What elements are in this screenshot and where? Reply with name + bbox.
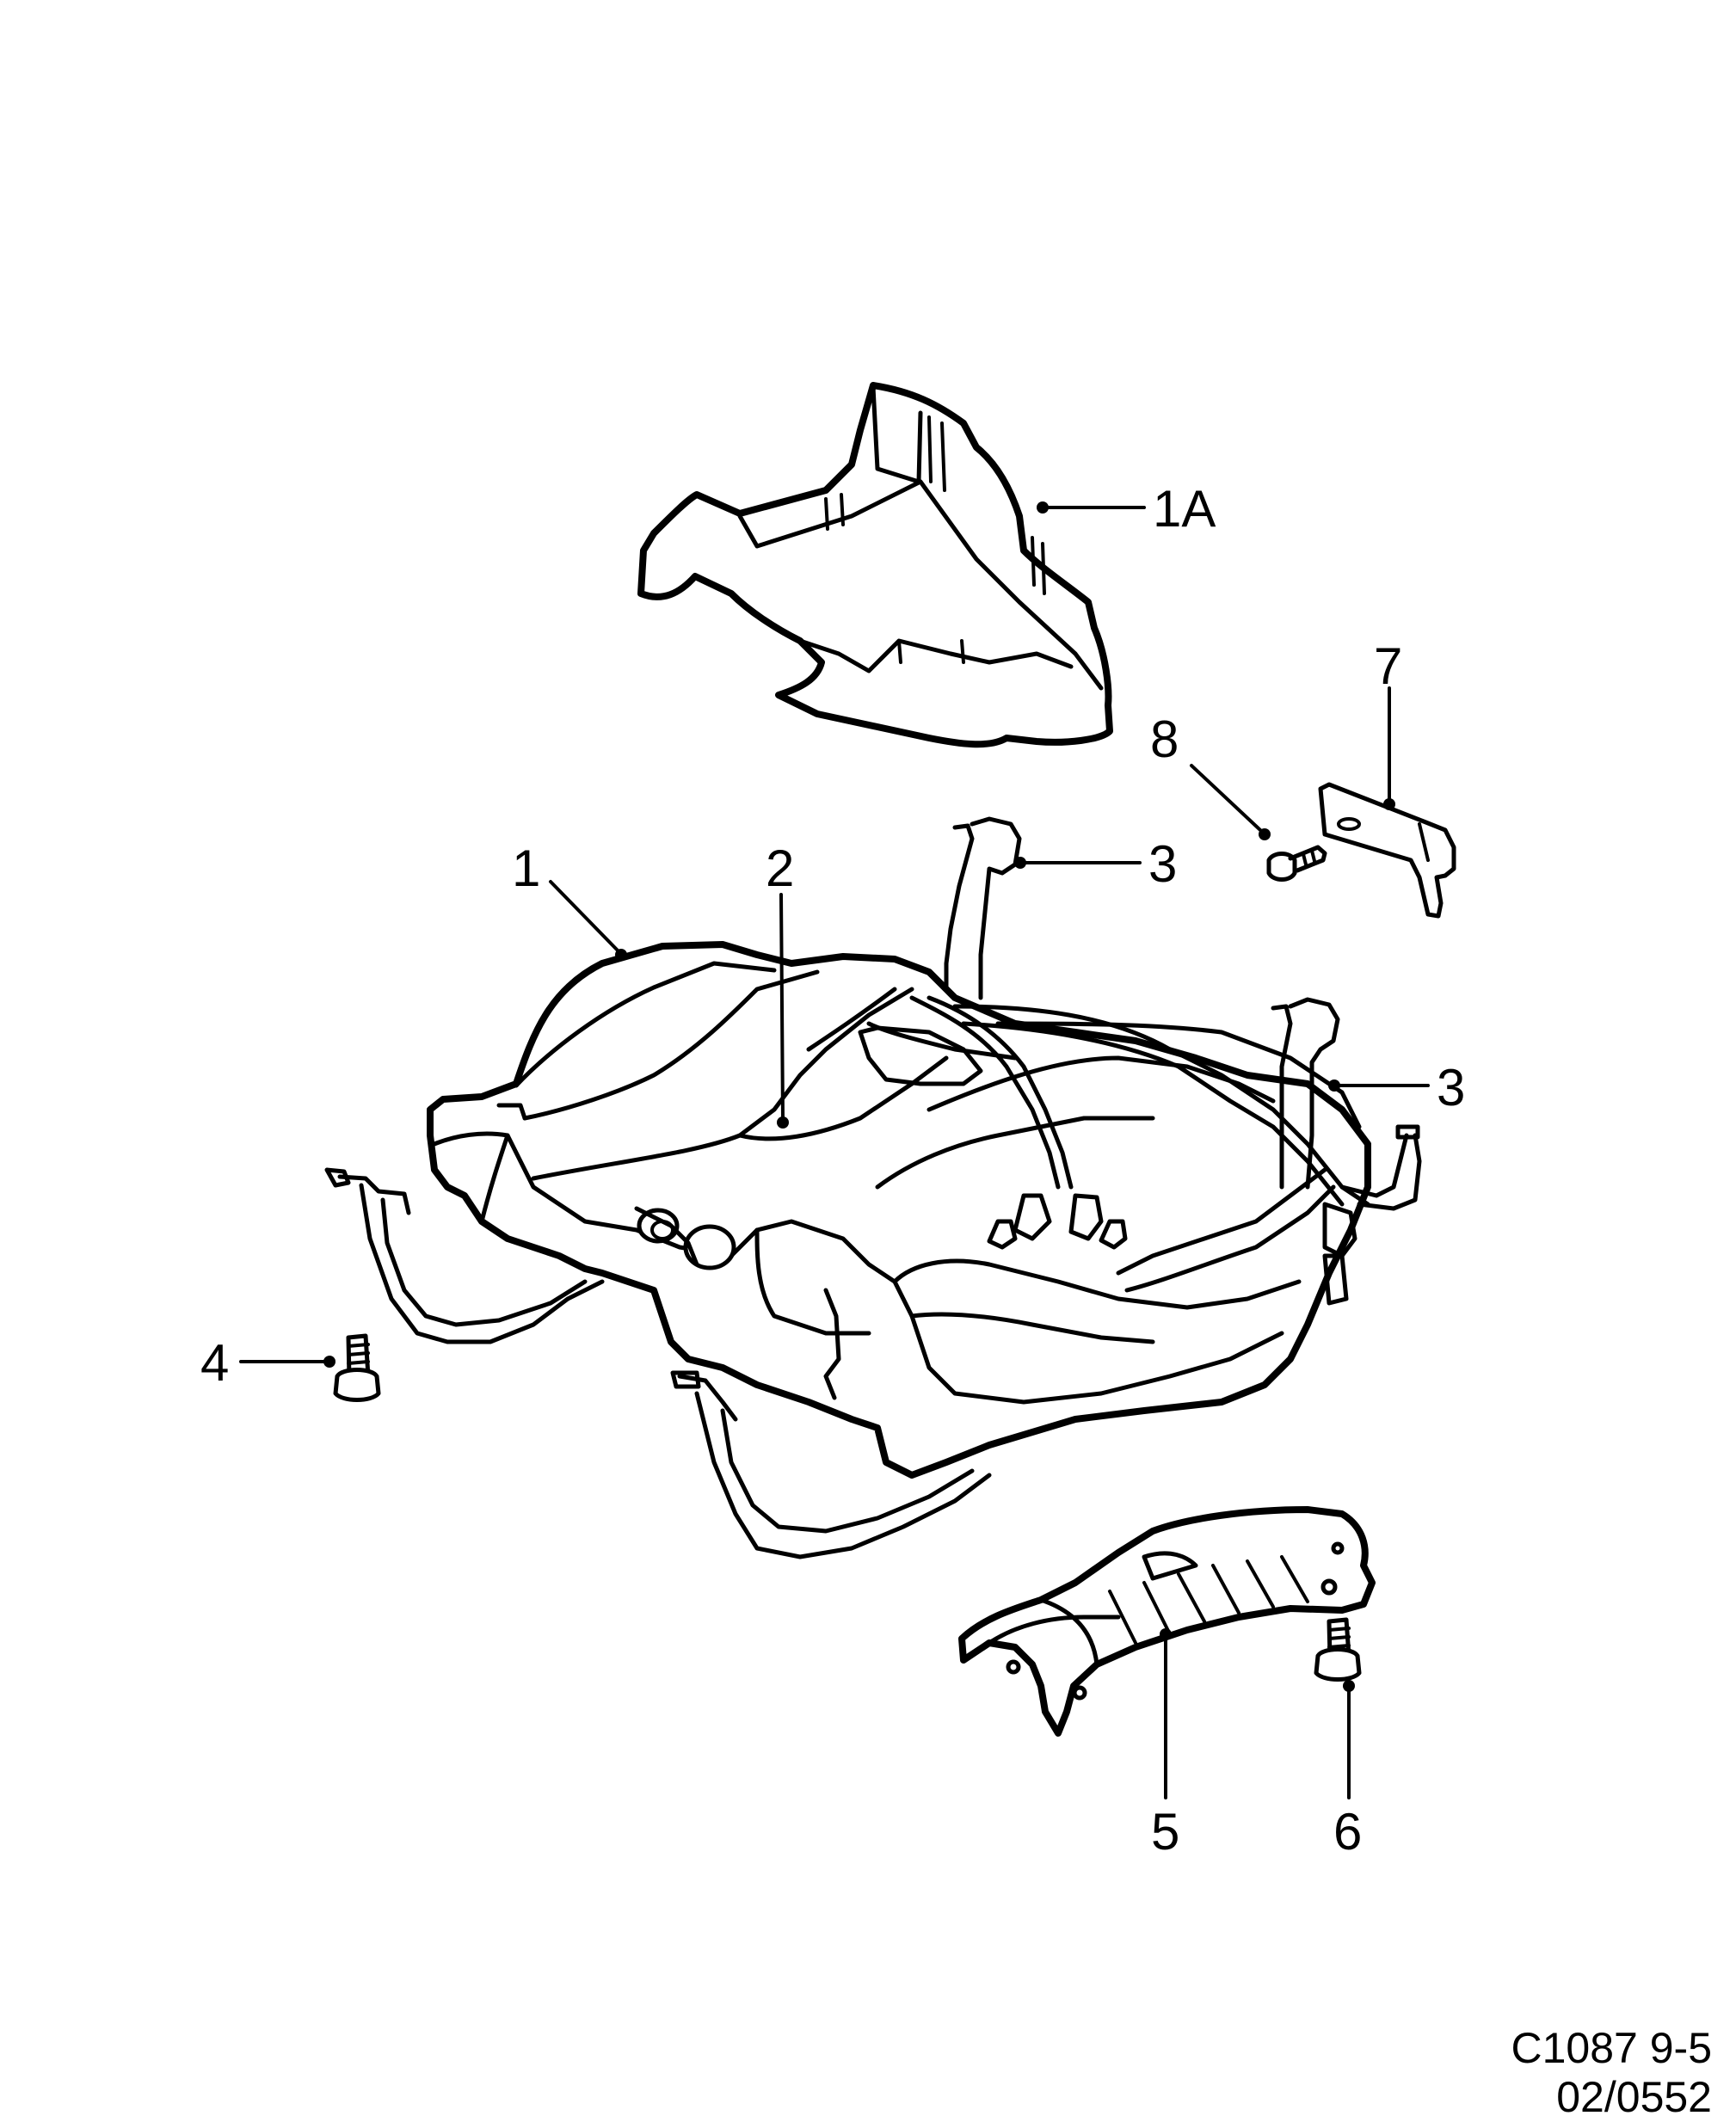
part-5-heat-shield: [958, 1506, 1376, 1737]
part-7-bracket: [1318, 782, 1456, 919]
leader-lines: [239, 501, 1430, 1799]
part-4-bolt: [333, 1333, 381, 1402]
part-8-bolt: [1266, 845, 1327, 882]
callout-2: 2: [766, 840, 794, 897]
callout-1a: 1A: [1153, 480, 1216, 538]
callout-1: 1: [512, 840, 540, 897]
part-6-bolt: [1314, 1617, 1362, 1682]
part-1-fuel-tank: [324, 816, 1422, 1559]
callout-6: 6: [1333, 1803, 1362, 1861]
callout-4: 4: [200, 1334, 229, 1392]
footer-code: C1087 9-5: [1511, 2024, 1713, 2072]
callout-3-right: 3: [1437, 1059, 1465, 1116]
callout-7: 7: [1374, 637, 1402, 695]
part-1a-shield: [637, 382, 1113, 748]
callout-5: 5: [1151, 1803, 1179, 1861]
callout-8: 8: [1150, 710, 1179, 768]
callout-3-top: 3: [1148, 835, 1177, 893]
footer-ref: 02/0552: [1556, 2073, 1712, 2121]
